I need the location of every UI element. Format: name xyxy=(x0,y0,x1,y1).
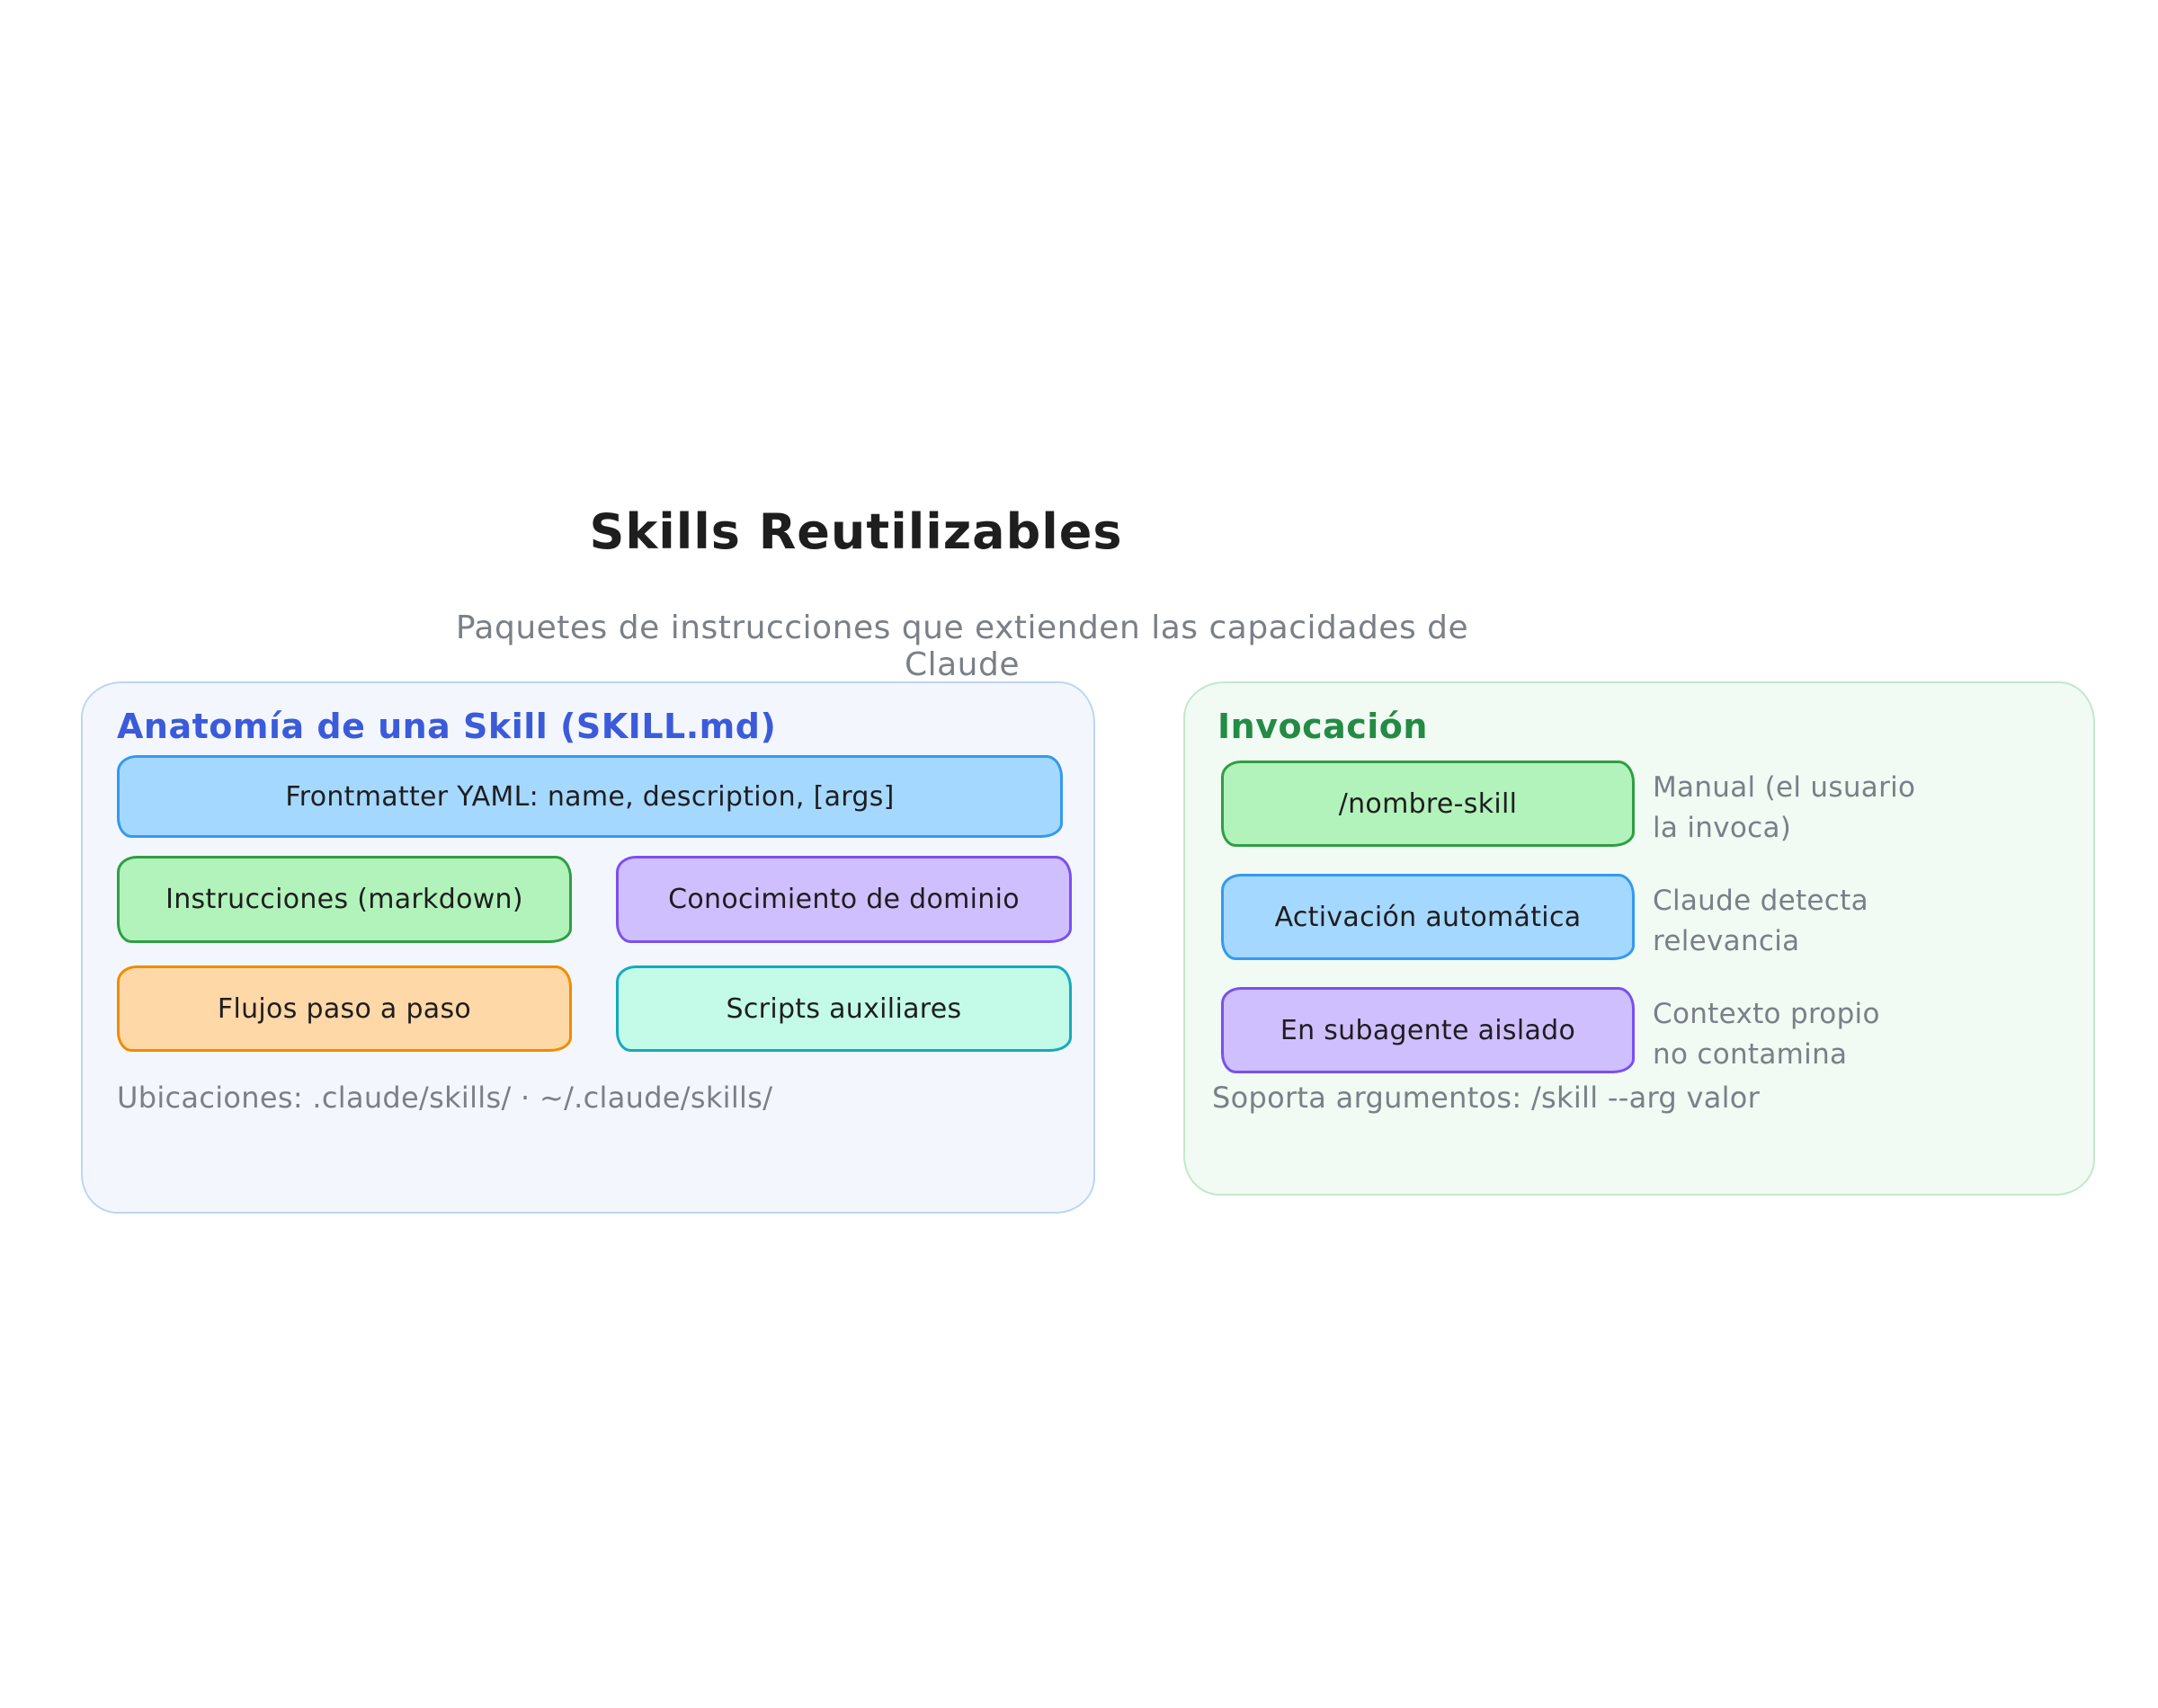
note-contexto-propio: Contexto propio no contamina xyxy=(1653,994,2075,1075)
note-line: Contexto propio xyxy=(1653,998,1880,1030)
box-frontmatter-yaml: Frontmatter YAML: name, description, [ar… xyxy=(117,755,1063,838)
note-manual-invoca: Manual (el usuario la invoca) xyxy=(1653,768,2075,849)
box-flujos-paso-a-paso: Flujos paso a paso xyxy=(117,965,572,1052)
box-label: Activación automática xyxy=(1274,901,1582,933)
panel-invocacion-title: Invocación xyxy=(1217,707,1428,746)
box-label: Instrucciones (markdown) xyxy=(165,884,523,915)
box-label: Frontmatter YAML: name, description, [ar… xyxy=(285,780,895,813)
panel-invocacion-footer: Soporta argumentos: /skill --arg valor xyxy=(1212,1081,1761,1115)
box-scripts-auxiliares: Scripts auxiliares xyxy=(616,965,1072,1052)
box-label: Flujos paso a paso xyxy=(217,992,472,1025)
note-line: relevancia xyxy=(1653,925,1800,957)
note-line: Claude detecta xyxy=(1653,885,1868,917)
panel-anatomia-title: Anatomía de una Skill (SKILL.md) xyxy=(117,707,777,746)
box-conocimiento-dominio: Conocimiento de dominio xyxy=(616,856,1072,943)
box-label: En subagente aislado xyxy=(1280,1014,1576,1046)
box-subagente-aislado: En subagente aislado xyxy=(1221,987,1635,1073)
note-line: la invoca) xyxy=(1653,812,1792,844)
note-line: no contamina xyxy=(1653,1038,1848,1071)
diagram-subtitle: Paquetes de instrucciones que extienden … xyxy=(455,609,1469,683)
box-instrucciones-markdown: Instrucciones (markdown) xyxy=(117,856,572,943)
box-activacion-automatica: Activación automática xyxy=(1221,874,1635,960)
note-line: Manual (el usuario xyxy=(1653,771,1916,804)
box-label: Conocimiento de dominio xyxy=(668,884,1020,915)
box-nombre-skill: /nombre-skill xyxy=(1221,761,1635,847)
panel-anatomia: Anatomía de una Skill (SKILL.md) Frontma… xyxy=(81,681,1095,1214)
diagram-title: Skills Reutilizables xyxy=(589,503,1123,560)
note-claude-detecta: Claude detecta relevancia xyxy=(1653,881,2075,962)
box-label: Scripts auxiliares xyxy=(726,992,962,1025)
panel-anatomia-footer: Ubicaciones: .claude/skills/ · ~/.claude… xyxy=(117,1081,773,1115)
box-label: /nombre-skill xyxy=(1338,787,1518,820)
panel-invocacion: Invocación /nombre-skill Manual (el usua… xyxy=(1183,681,2095,1196)
